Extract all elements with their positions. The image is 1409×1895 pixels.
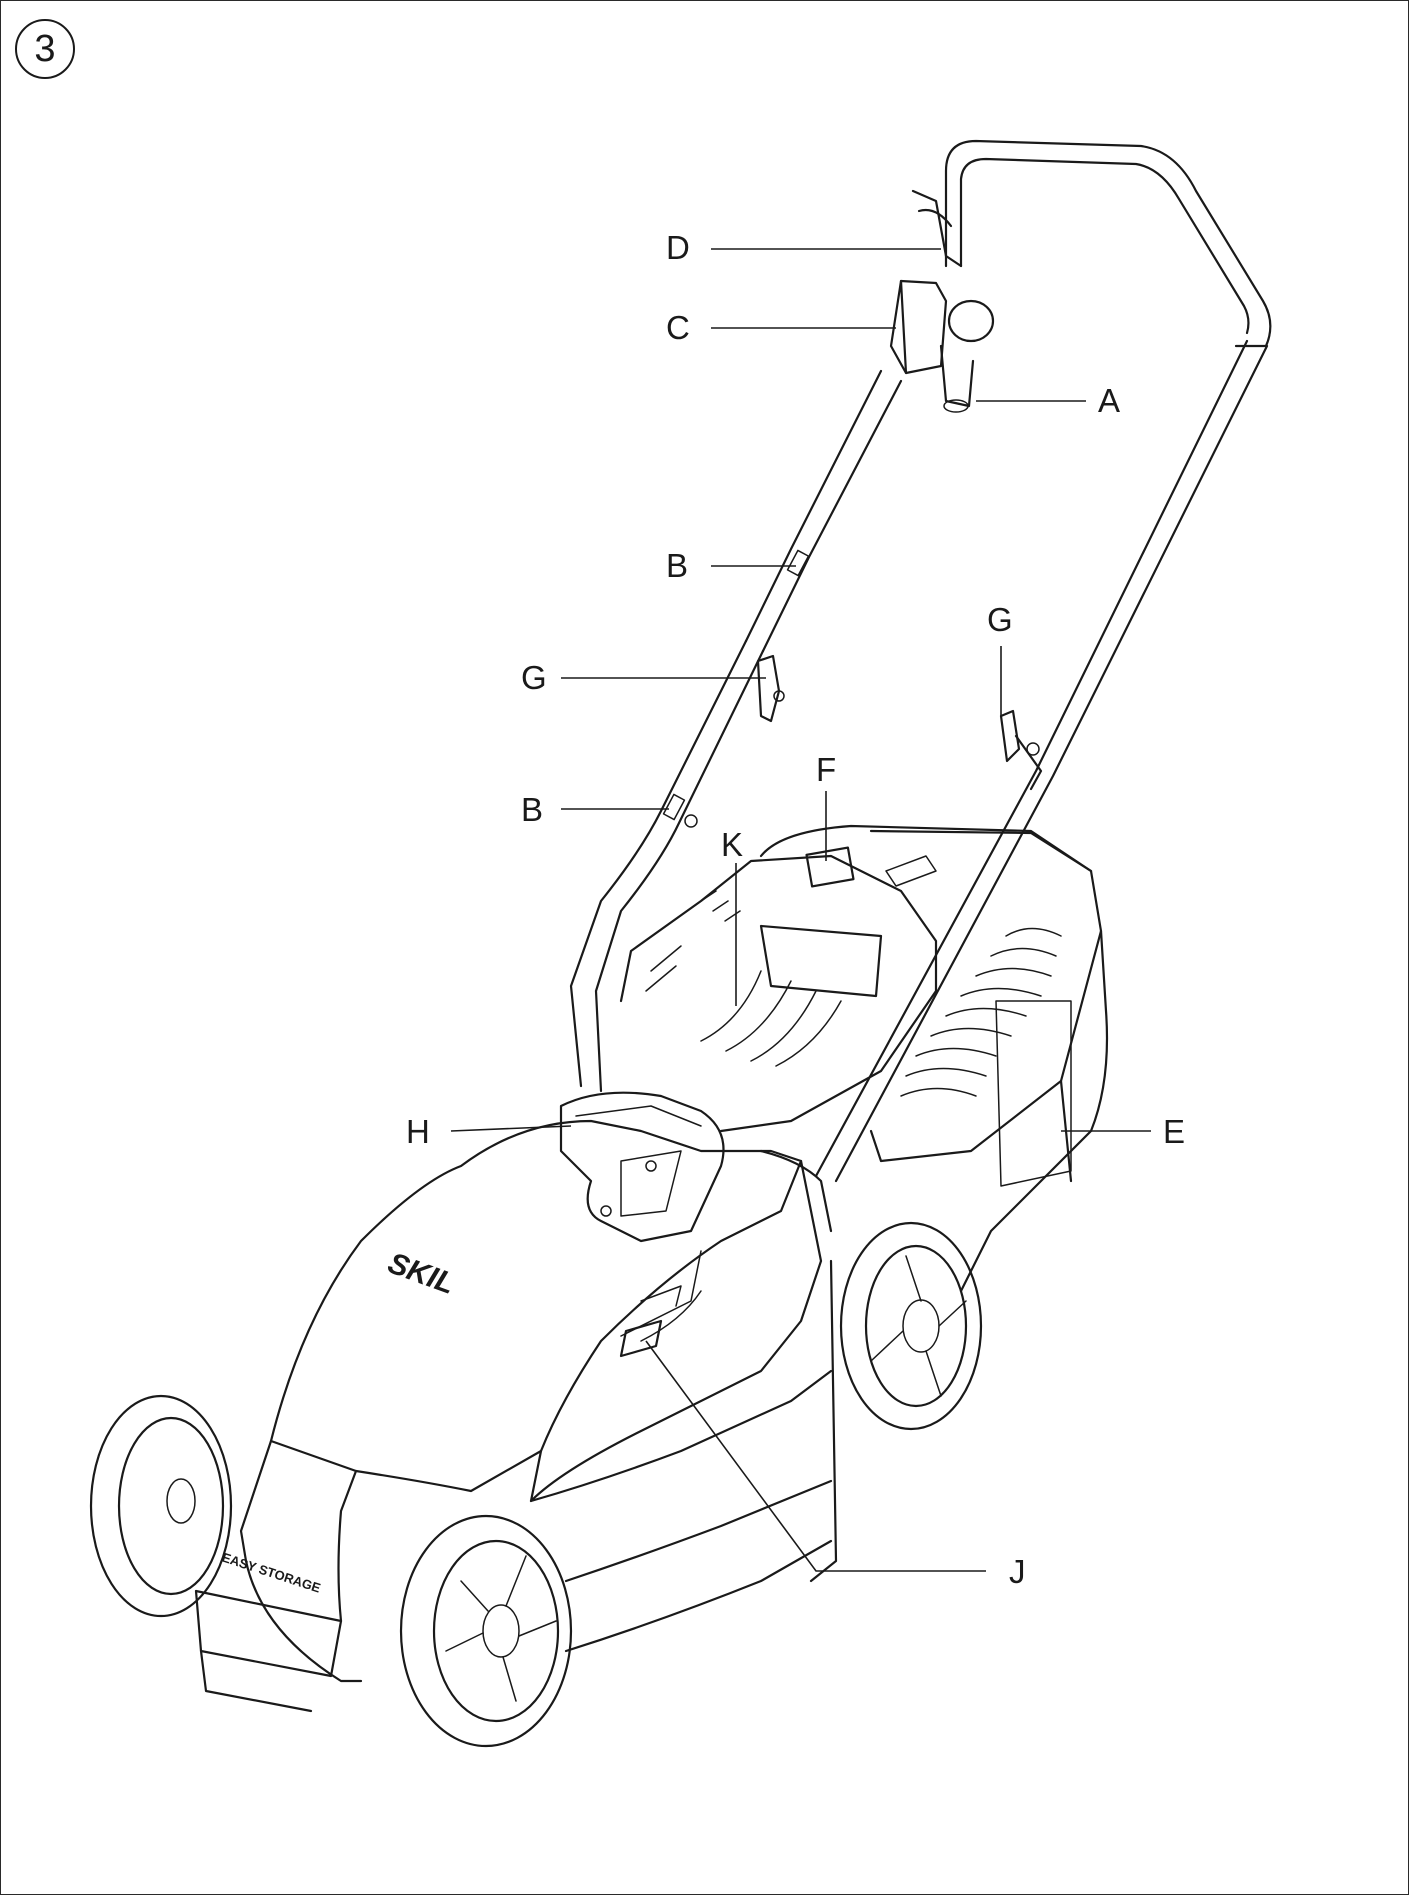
motor-cover xyxy=(619,846,938,1133)
rear-right-wheel xyxy=(839,1221,983,1431)
lower-handle-left xyxy=(569,549,810,1093)
lower-handle-right xyxy=(999,709,1043,791)
callout-F: F xyxy=(816,751,836,788)
callout-B-lower: B xyxy=(521,791,543,828)
callout-H: H xyxy=(406,1113,430,1150)
callout-G-left: G xyxy=(521,659,547,696)
callout-B-upper: B xyxy=(666,547,688,584)
leader-H xyxy=(450,1125,572,1132)
callout-E: E xyxy=(1163,1113,1185,1150)
callout-K: K xyxy=(721,826,743,863)
brand-logo: SKIL xyxy=(384,1247,460,1301)
front-left-wheel xyxy=(89,1394,233,1618)
leader-J xyxy=(645,1340,986,1572)
easy-storage-text: EASY STORAGE xyxy=(220,1550,323,1596)
callout-D: D xyxy=(666,229,690,266)
mower-deck xyxy=(194,1091,838,1713)
callout-G-right: G xyxy=(987,601,1013,638)
upper-handle xyxy=(744,139,1272,1183)
figure-number-badge: 3 xyxy=(15,19,75,79)
leader-lines xyxy=(450,248,1151,1572)
callout-J: J xyxy=(1009,1553,1026,1590)
front-right-wheel xyxy=(399,1514,573,1748)
callout-C: C xyxy=(666,309,690,346)
callout-A: A xyxy=(1098,382,1120,419)
switch-box xyxy=(889,189,995,413)
